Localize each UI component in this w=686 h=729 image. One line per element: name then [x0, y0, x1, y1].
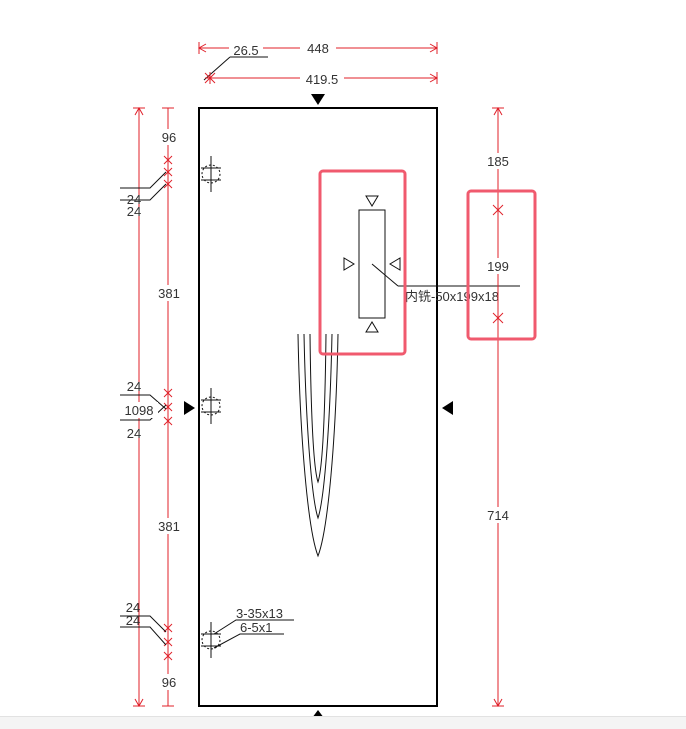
right-dimension-chain — [492, 106, 504, 708]
dim-419-5-text: 419.5 — [306, 72, 339, 87]
top-dimension-26-5: 26.5 — [203, 42, 268, 81]
dim-448-text: 448 — [307, 41, 329, 56]
door-panel-outline — [198, 107, 438, 707]
dim-left-96-bottom: 96 — [162, 675, 176, 690]
top-dimension-419-5: 419.5 — [204, 70, 439, 87]
top-orientation-arrow — [311, 94, 325, 105]
dim-left-381-b: 381 — [158, 519, 180, 534]
dim-left-96-top: 96 — [162, 130, 176, 145]
hinge-hole-top — [201, 156, 221, 192]
dim-left-1098: 1098 — [125, 403, 154, 418]
dim-left-24-bottom-a: 24 — [126, 600, 140, 615]
dim-left-24-b: 24 — [127, 204, 141, 219]
dim-left-24-bottom-b: 24 — [126, 613, 140, 628]
dim-left-24-a: 24 — [127, 192, 141, 207]
milled-slot — [343, 195, 520, 333]
hinge-hole-bottom — [201, 619, 294, 658]
dim-right-185: 185 — [487, 154, 509, 169]
dim-left-24-mid-b: 24 — [127, 426, 141, 441]
left-dimension-chain — [120, 107, 174, 707]
door-swing-curves — [297, 333, 339, 558]
right-orientation-arrow — [442, 401, 453, 415]
dim-26-5-text: 26.5 — [233, 43, 258, 58]
dim-right-714: 714 — [487, 508, 509, 523]
slot-label: 内铣-50x199x18 — [405, 289, 499, 304]
dim-right-199: 199 — [487, 259, 509, 274]
hole-spec-2: 6-5x1 — [240, 620, 273, 635]
hole-spec-1: 3-35x13 — [236, 606, 283, 621]
dim-left-381-a: 381 — [158, 286, 180, 301]
highlight-dimension-199 — [466, 189, 537, 341]
left-orientation-arrow — [184, 401, 195, 415]
highlight-slot-region — [318, 169, 407, 356]
bottom-scroll-strip — [0, 716, 686, 729]
dim-left-24-mid-a: 24 — [127, 379, 141, 394]
hinge-hole-middle — [201, 388, 221, 424]
